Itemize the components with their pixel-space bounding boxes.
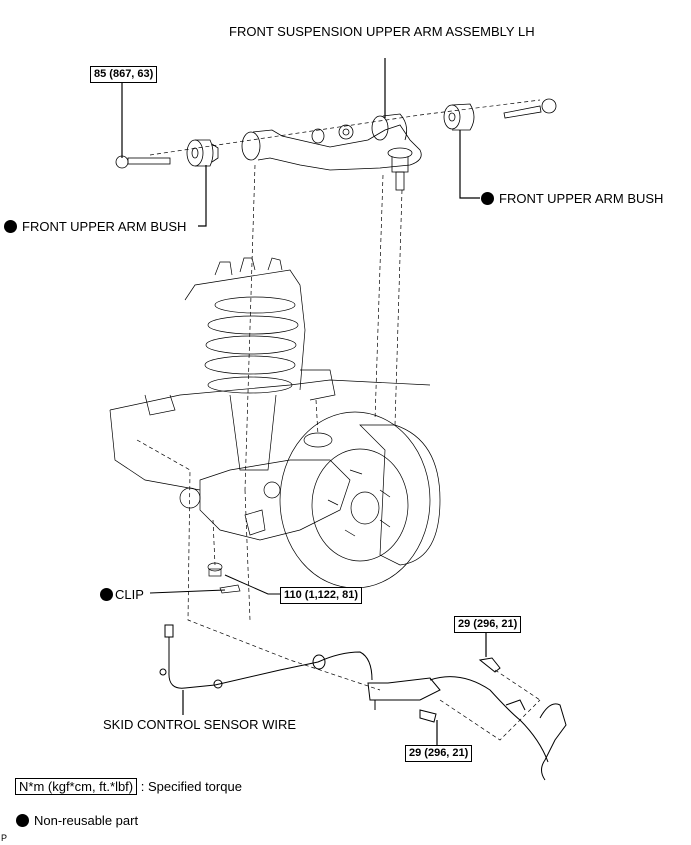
upper-arm-assembly [241,113,422,191]
skid-control-sensor-wire [159,624,567,781]
upper-bolt-right [503,98,557,119]
legend-torque-desc: : Specified torque [140,779,242,794]
clip-label: CLIP [115,587,144,602]
torque-sensor-bolt-lower: 29 (296, 21) [405,745,473,762]
front-upper-arm-bush-left [186,139,219,167]
leader-bush-left [198,165,207,227]
title-label: FRONT SUSPENSION UPPER ARM ASSEMBLY LH [229,24,535,39]
corner-mark: P [1,833,8,843]
torque-sensor-bolt-upper: 29 (296, 21) [454,616,522,633]
legend-torque-unit: N*m (kgf*cm, ft.*lbf) [15,778,138,795]
non-reusable-icon [100,588,113,601]
legend-torque: N*m (kgf*cm, ft.*lbf) : Specified torque [15,778,242,795]
leader-bush-right [459,130,480,199]
suspension-knuckle-assembly [109,257,441,594]
alignment-lines [136,99,541,741]
non-reusable-icon [481,192,494,205]
torque-clip-nut: 110 (1,122, 81) [280,587,363,604]
torque-upper-bolt: 85 (867, 63) [90,66,158,83]
legend-non-reusable: Non-reusable part [16,813,138,828]
leader-clip [149,589,226,594]
callout-bush-left: FRONT UPPER ARM BUSH [4,219,186,234]
legend-non-reusable-desc: Non-reusable part [34,813,139,828]
non-reusable-icon [16,814,29,827]
callout-sensor-wire: SKID CONTROL SENSOR WIRE [103,717,297,732]
callout-clip: CLIP [100,587,144,602]
leader-clip-nut [224,574,280,595]
non-reusable-icon [4,220,17,233]
upper-bolt-left [115,155,171,169]
callout-bush-right: FRONT UPPER ARM BUSH [481,191,663,206]
bush-right-label: FRONT UPPER ARM BUSH [499,191,664,206]
bush-left-label: FRONT UPPER ARM BUSH [22,219,187,234]
front-upper-arm-bush-right [443,103,475,131]
